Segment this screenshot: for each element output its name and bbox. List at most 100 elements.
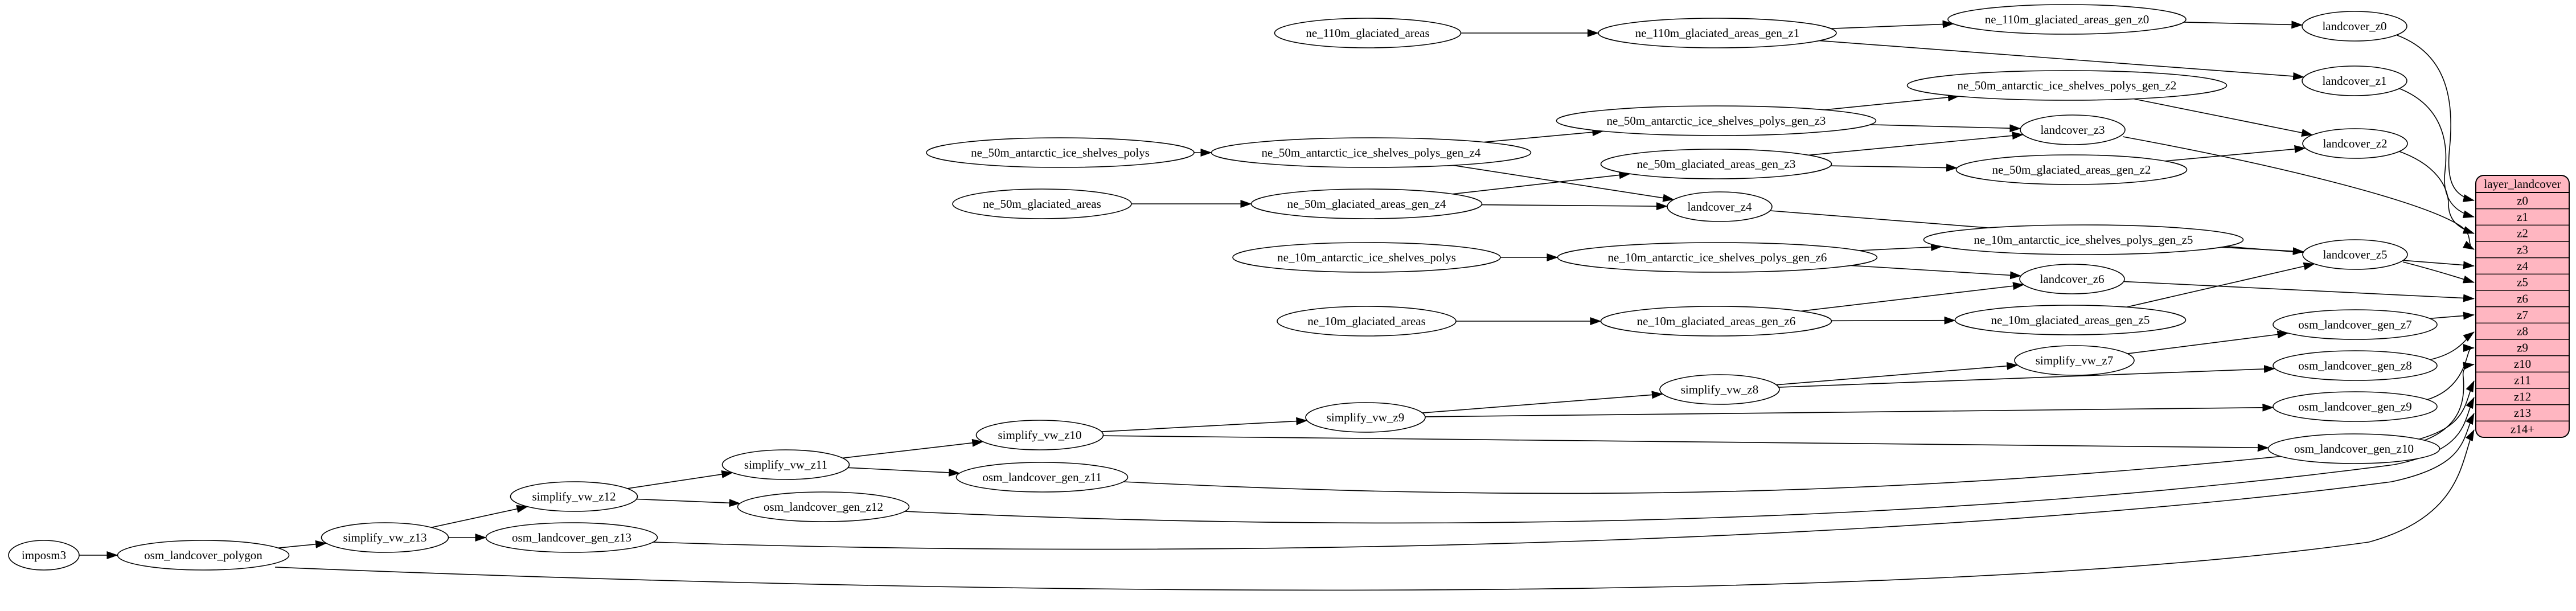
table-row-z14+: z14+: [2511, 423, 2534, 436]
node-ne_10m_antarctic_ice_shelves_polys: ne_10m_antarctic_ice_shelves_polys: [1232, 242, 1501, 273]
ne_50m_glaciated_areas-ellipse: [952, 188, 1132, 219]
node-simplify_vw_z8: simplify_vw_z8: [1659, 374, 1780, 405]
edge-landcover_z2-to-row-z2: [2395, 150, 2475, 234]
landcover_z4-ellipse: [1667, 191, 1773, 222]
osm_landcover_gen_z9-label: osm_landcover_gen_z9: [2298, 400, 2411, 413]
edge-landcover_z0-to-row-z0: [2397, 35, 2475, 202]
simplify_vw_z8-label: simplify_vw_z8: [1681, 383, 1759, 396]
landcover_z5-ellipse: [2302, 239, 2408, 270]
table-row-z7: z7: [2517, 308, 2528, 322]
edge-ne_50m_antarctic_ice_shelves_polys_gen_z4-to-ne_50m_antarctic_ice_shelves_polys_gen_z3: [1484, 128, 1604, 143]
osm_landcover_gen_z12-ellipse: [737, 491, 910, 522]
table-row-z13: z13: [2514, 406, 2531, 420]
ne_50m_antarctic_ice_shelves_polys_gen_z4-label: ne_50m_antarctic_ice_shelves_polys_gen_z…: [1262, 146, 1481, 159]
simplify_vw_z13-ellipse: [321, 522, 449, 553]
node-ne_50m_glaciated_areas_gen_z2: ne_50m_glaciated_areas_gen_z2: [1955, 154, 2188, 185]
edge-simplify_vw_z8-to-simplify_vw_z7: [1776, 362, 2019, 386]
node-ne_110m_glaciated_areas_gen_z1: ne_110m_glaciated_areas_gen_z1: [1598, 18, 1837, 48]
ne_10m_glaciated_areas_gen_z5-label: ne_10m_glaciated_areas_gen_z5: [1991, 313, 2150, 327]
node-landcover_z1: landcover_z1: [2302, 65, 2407, 96]
node-ne_50m_antarctic_ice_shelves_polys_gen_z3: ne_50m_antarctic_ice_shelves_polys_gen_z…: [1556, 105, 1877, 136]
osm_landcover_gen_z7-label: osm_landcover_gen_z7: [2298, 318, 2411, 331]
osm_landcover_gen_z10-ellipse: [2267, 433, 2440, 464]
simplify_vw_z9-ellipse: [1305, 402, 1426, 433]
node-landcover_z2: landcover_z2: [2302, 128, 2408, 159]
edge-ne_10m_glaciated_areas_gen_z6-to-landcover_z6: [1800, 282, 2025, 312]
osm_landcover_gen_z7-ellipse: [2273, 309, 2438, 340]
edge-ne_10m_antarctic_ice_shelves_polys_gen_z6-to-landcover_z6: [1851, 265, 2022, 280]
edge-simplify_vw_z12-to-osm_landcover_gen_z12: [636, 498, 741, 507]
edge-osm_landcover_polygon-to-row-z14+: [274, 429, 2475, 591]
edge-osm_landcover_gen_z11-to-row-z11: [1122, 380, 2475, 494]
table-row-z11: z11: [2514, 374, 2531, 387]
ne_50m_glaciated_areas-label: ne_50m_glaciated_areas: [983, 197, 1101, 211]
edge-ne_110m_glaciated_areas_gen_z1-to-landcover_z1: [1819, 40, 2305, 80]
ne_50m_glaciated_areas_gen_z4-ellipse: [1250, 188, 1483, 219]
node-ne_50m_antarctic_ice_shelves_polys_gen_z4: ne_50m_antarctic_ice_shelves_polys_gen_z…: [1211, 137, 1532, 168]
edge-simplify_vw_z8-to-osm_landcover_gen_z8: [1778, 365, 2275, 388]
table-row-z1: z1: [2517, 210, 2528, 224]
landcover_z1-ellipse: [2302, 65, 2407, 96]
table-row-z0: z0: [2517, 194, 2528, 207]
ne_10m_antarctic_ice_shelves_polys-ellipse: [1232, 242, 1501, 273]
edges: [79, 20, 2475, 591]
landcover_z1-label: landcover_z1: [2322, 74, 2386, 88]
layer-landcover-table: layer_landcoverz0z1z2z3z4z5z6z7z8z9z10z1…: [2475, 175, 2570, 438]
osm_landcover_gen_z12-label: osm_landcover_gen_z12: [764, 500, 883, 514]
edge-simplify_vw_z11-to-osm_landcover_gen_z11: [848, 467, 961, 477]
osm_landcover_gen_z8-label: osm_landcover_gen_z8: [2298, 359, 2411, 372]
node-landcover_z5: landcover_z5: [2302, 239, 2408, 270]
node-osm_landcover_gen_z11: osm_landcover_gen_z11: [955, 462, 1129, 493]
ne_10m_antarctic_ice_shelves_polys_gen_z6-label: ne_10m_antarctic_ice_shelves_polys_gen_z…: [1608, 251, 1827, 264]
edge-landcover_z5-to-row-z5: [2402, 261, 2475, 284]
ne_50m_antarctic_ice_shelves_polys_gen_z2-ellipse: [1906, 70, 2228, 101]
osm_landcover_gen_z9-ellipse: [2273, 391, 2438, 422]
node-osm_landcover_gen_z7: osm_landcover_gen_z7: [2273, 309, 2438, 340]
ne_110m_glaciated_areas_gen_z1-label: ne_110m_glaciated_areas_gen_z1: [1635, 26, 1799, 40]
simplify_vw_z11-label: simplify_vw_z11: [744, 458, 827, 471]
edge-simplify_vw_z9-to-osm_landcover_gen_z9: [1425, 403, 2274, 417]
ne_110m_glaciated_areas-ellipse: [1274, 18, 1462, 48]
edge-ne_50m_antarctic_ice_shelves_polys_gen_z3-to-ne_50m_antarctic_ice_shelves_polys_gen_z2: [1824, 93, 1959, 110]
imposm3-ellipse: [8, 540, 80, 571]
node-ne_110m_glaciated_areas: ne_110m_glaciated_areas: [1274, 18, 1462, 48]
node-landcover_z6: landcover_z6: [2019, 264, 2125, 294]
node-simplify_vw_z7: simplify_vw_z7: [2014, 345, 2135, 376]
node-ne_50m_antarctic_ice_shelves_polys_gen_z2: ne_50m_antarctic_ice_shelves_polys_gen_z…: [1906, 70, 2228, 101]
ne_50m_glaciated_areas_gen_z3-ellipse: [1600, 149, 1832, 179]
edge-ne_110m_glaciated_areas_gen_z0-to-landcover_z0: [2184, 20, 2303, 29]
edge-osm_landcover_gen_z13-to-row-z13: [652, 413, 2475, 550]
edge-osm_landcover_gen_z9-to-row-z9: [2426, 344, 2475, 400]
edge-ne_50m_glaciated_areas_gen_z3-to-landcover_z3: [1808, 132, 2024, 156]
edge-ne_50m_antarctic_ice_shelves_polys_gen_z3-to-landcover_z3: [1870, 124, 2021, 133]
landcover_z6-ellipse: [2019, 264, 2125, 294]
node-landcover_z3: landcover_z3: [2020, 114, 2126, 145]
ne_50m_antarctic_ice_shelves_polys_gen_z3-label: ne_50m_antarctic_ice_shelves_polys_gen_z…: [1607, 114, 1826, 128]
node-ne_50m_glaciated_areas_gen_z3: ne_50m_glaciated_areas_gen_z3: [1600, 149, 1832, 179]
edge-ne_50m_antarctic_ice_shelves_polys_gen_z4-to-landcover_z4: [1453, 165, 1675, 202]
table-row-z12: z12: [2514, 389, 2531, 403]
ne_110m_glaciated_areas-label: ne_110m_glaciated_areas: [1306, 26, 1429, 40]
node-simplify_vw_z9: simplify_vw_z9: [1305, 402, 1426, 433]
landcover_z3-ellipse: [2020, 114, 2126, 145]
landcover_z5-label: landcover_z5: [2323, 248, 2387, 261]
edge-ne_50m_glaciated_areas_gen_z4-to-ne_50m_glaciated_areas_gen_z3: [1453, 171, 1631, 195]
node-landcover_z0: landcover_z0: [2302, 11, 2407, 42]
edge-osm_landcover_gen_z8-to-row-z8: [2429, 331, 2475, 360]
edge-simplify_vw_z9-to-simplify_vw_z8: [1422, 391, 1663, 413]
osm_landcover_gen_z13-ellipse: [485, 522, 658, 553]
simplify_vw_z13-label: simplify_vw_z13: [343, 531, 427, 544]
osm_landcover_polygon-label: osm_landcover_polygon: [144, 548, 262, 562]
ne_110m_glaciated_areas_gen_z0-ellipse: [1947, 4, 2187, 35]
edge-ne_50m_antarctic_ice_shelves_polys_gen_z2-to-landcover_z2: [2134, 98, 2314, 137]
table-row-z5: z5: [2517, 276, 2528, 289]
ne_50m_antarctic_ice_shelves_polys-ellipse: [926, 137, 1195, 168]
simplify_vw_z12-label: simplify_vw_z12: [532, 490, 616, 503]
node-ne_10m_glaciated_areas: ne_10m_glaciated_areas: [1277, 306, 1457, 337]
node-ne_50m_glaciated_areas: ne_50m_glaciated_areas: [952, 188, 1132, 219]
edge-ne_50m_glaciated_areas_gen_z2-to-landcover_z2: [2165, 145, 2306, 162]
layer-landcover-table-title: layer_landcover: [2484, 177, 2561, 191]
edge-landcover_z6-to-row-z6: [2123, 281, 2475, 302]
